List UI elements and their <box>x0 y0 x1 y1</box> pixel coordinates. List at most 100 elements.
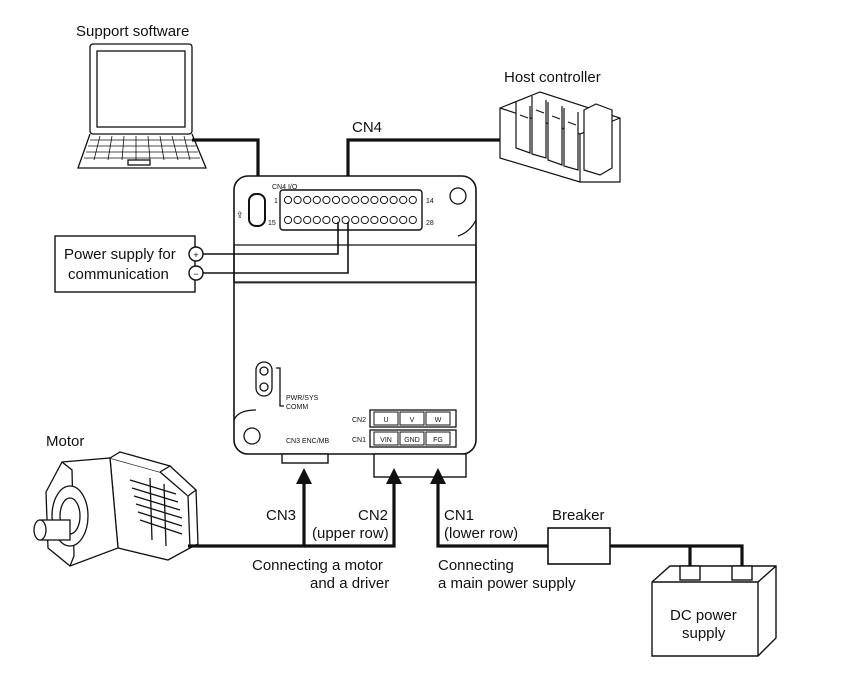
cn2-terminal-cell <box>373 411 399 426</box>
terminal-blocks: U V W VIN GND FG <box>369 409 457 448</box>
pin-14-label: 14 <box>426 198 434 205</box>
io-pin <box>331 215 341 225</box>
dc-power-supply-icon <box>651 565 777 657</box>
cn1-terminal-label: VIN <box>380 437 392 444</box>
cn4-io-connector[interactable] <box>279 189 423 231</box>
main-connection-line1: Connecting <box>438 557 514 574</box>
usb-cable <box>192 138 260 178</box>
io-pin <box>360 215 369 225</box>
cn1-sub-label: (lower row) <box>444 525 518 542</box>
cn2-terminal-label: V <box>410 417 415 424</box>
io-pin <box>322 215 331 225</box>
motor-icon <box>33 451 199 567</box>
cn1-terminal-label: GND <box>404 437 420 444</box>
io-pin <box>399 215 408 225</box>
breaker-box <box>547 527 611 565</box>
cn4-cable <box>346 138 500 178</box>
cn2-tag: CN2 <box>352 417 366 424</box>
cn2-terminal-label: W <box>435 417 442 424</box>
cn1-cn2-connector[interactable] <box>373 453 467 478</box>
cn3-connector[interactable] <box>281 453 329 464</box>
plus-sign: + <box>193 250 198 260</box>
minus-sign: − <box>193 269 198 279</box>
cn2-sub-label: (upper row) <box>312 525 389 542</box>
host-controller-icon <box>499 91 621 183</box>
io-pin <box>322 195 331 205</box>
main-connection-line2: a main power supply <box>438 575 576 592</box>
motor-label: Motor <box>46 433 84 450</box>
mount-hole <box>243 427 261 445</box>
io-pin <box>341 215 350 225</box>
dc-power-label-line2: supply <box>682 625 726 642</box>
mount-hole <box>449 187 467 205</box>
pin-1-label: 1 <box>274 198 278 205</box>
io-pin <box>312 195 321 205</box>
io-pin <box>312 215 321 225</box>
cn2-arrow <box>386 468 402 484</box>
pwr-sys-led <box>259 366 269 376</box>
pin-15-label: 15 <box>268 220 276 227</box>
led-bezel <box>255 361 273 397</box>
io-pin <box>370 195 379 205</box>
cn1-arrow <box>430 468 446 484</box>
io-pin <box>293 215 302 225</box>
cn1-terminal-cell <box>425 431 451 446</box>
comm-label: COMM <box>286 404 308 411</box>
io-pin <box>379 195 389 205</box>
cn3-enc-mb-label: CN3 ENC/MB <box>286 438 330 445</box>
driver-unit <box>233 175 477 455</box>
laptop-icon <box>77 43 207 169</box>
cn4-pin-grid <box>283 195 417 225</box>
support-software-label: Support software <box>76 23 189 40</box>
cn1-terminal-cell <box>373 431 399 446</box>
io-pin <box>408 195 417 205</box>
pwr-sys-label: PWR/SYS <box>286 395 319 402</box>
host-controller-label: Host controller <box>504 69 601 86</box>
cn2-terminal-cell <box>399 411 425 426</box>
comm-led <box>259 382 269 392</box>
power-supply-label-line2: communication <box>68 266 169 283</box>
comm-power-supply-box <box>54 235 196 293</box>
io-pin <box>360 195 369 205</box>
cn1-cable <box>436 484 548 548</box>
cn3-label: CN3 <box>266 507 296 524</box>
io-pin <box>399 195 408 205</box>
io-pin <box>351 195 360 205</box>
motor-connection-line2: and a driver <box>310 575 389 592</box>
io-pin <box>293 195 302 205</box>
motor-connection-line1: Connecting a motor <box>252 557 383 574</box>
cn4-io-tag: CN4 I/O <box>272 184 298 191</box>
io-pin <box>283 215 293 225</box>
io-pin <box>283 195 293 205</box>
io-pin <box>379 215 389 225</box>
usb-port[interactable] <box>248 193 266 227</box>
io-pin <box>408 215 417 225</box>
cn1-terminal-label: FG <box>433 437 443 444</box>
cn2-cable <box>304 484 396 548</box>
io-pin <box>389 215 398 225</box>
plus-wire <box>203 222 339 255</box>
io-pin <box>341 195 350 205</box>
dc-power-label-line1: DC power <box>670 607 737 624</box>
cn2-label: CN2 <box>358 507 388 524</box>
cn1-tag: CN1 <box>352 437 366 444</box>
io-pin <box>351 215 360 225</box>
cn1-terminal-cell <box>399 431 425 446</box>
io-pin <box>370 215 379 225</box>
cn2-terminal-label: U <box>383 417 388 424</box>
power-supply-label-line1: Power supply for <box>64 246 176 263</box>
dc-plus-cable <box>610 544 744 566</box>
cn3-arrow <box>296 468 312 484</box>
io-pin <box>389 195 398 205</box>
breaker-label: Breaker <box>552 507 605 524</box>
cn1-label: CN1 <box>444 507 474 524</box>
pin-28-label: 28 <box>426 220 434 227</box>
usb-icon: ⇪ <box>236 210 244 220</box>
minus-wire <box>203 222 349 274</box>
io-pin <box>303 195 312 205</box>
io-pin <box>303 215 312 225</box>
io-pin <box>331 195 341 205</box>
cn2-terminal-cell <box>425 411 451 426</box>
cn4-label: CN4 <box>352 119 382 136</box>
